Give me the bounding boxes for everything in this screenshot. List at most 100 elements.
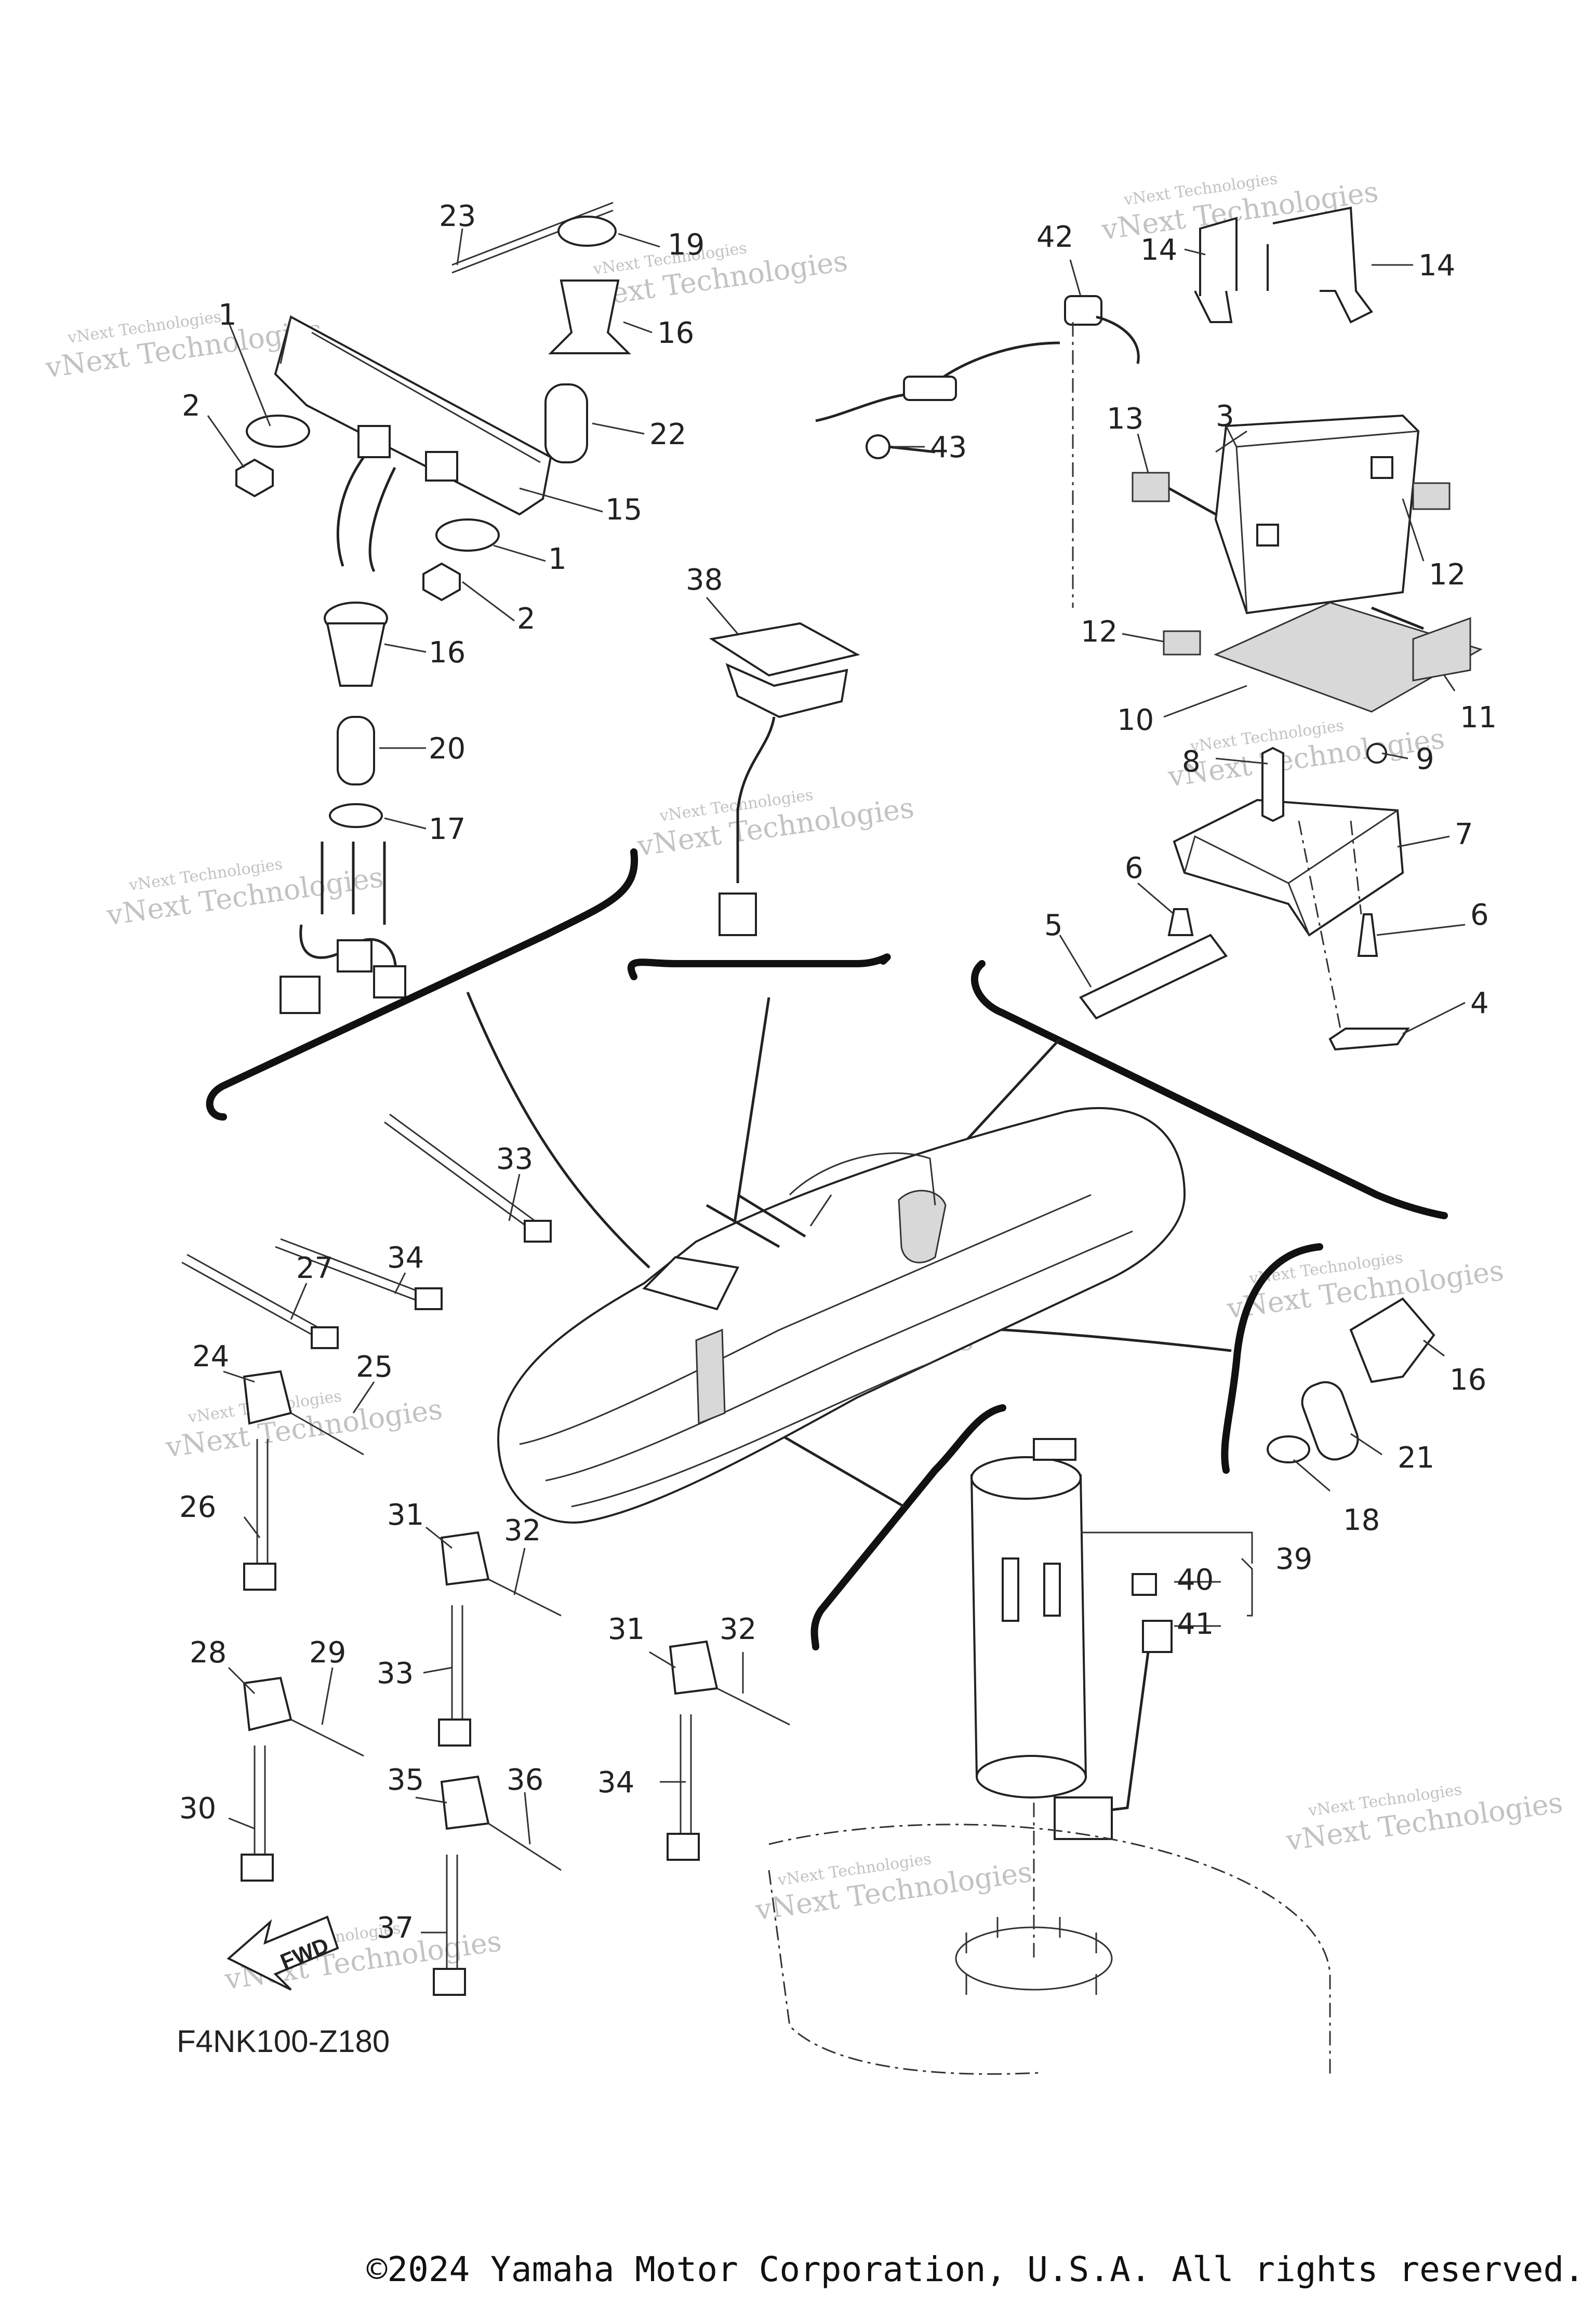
tie-26 xyxy=(256,1439,269,1574)
part-label-29: 29 xyxy=(309,1636,346,1670)
clip-18 xyxy=(1267,1435,1310,1463)
leader-lines xyxy=(207,228,1466,1934)
bracket-cap xyxy=(1221,1243,1323,1474)
battery-terminal xyxy=(1371,456,1393,479)
part-label-37: 37 xyxy=(377,1911,414,1945)
fuel-pump-location xyxy=(695,1328,726,1425)
hose-20 xyxy=(337,716,375,785)
part-label-20: 20 xyxy=(429,732,466,766)
switch-38 xyxy=(709,622,860,677)
clamp-17 xyxy=(329,803,383,828)
part-label-14: 14 xyxy=(1140,233,1177,267)
screw-43 xyxy=(866,434,890,459)
pad-12 xyxy=(1163,630,1201,656)
switch-connector xyxy=(719,892,757,936)
pad-12 xyxy=(1412,482,1451,510)
right-cap-assembly xyxy=(1267,1297,1435,1463)
part-label-43: 43 xyxy=(930,431,967,464)
part-label-12: 12 xyxy=(1429,558,1466,592)
rivet-6 xyxy=(1357,913,1378,957)
pad-13 xyxy=(1132,472,1170,502)
part-label-33: 33 xyxy=(377,1657,414,1690)
part-label-16: 16 xyxy=(657,316,694,350)
battery-assembly xyxy=(1132,206,1483,713)
part-label-28: 28 xyxy=(190,1636,227,1670)
cable-tie-head xyxy=(415,1287,443,1310)
cable-tie-27 xyxy=(181,1254,328,1341)
part-label-36: 36 xyxy=(507,1763,543,1797)
tie-37 xyxy=(446,1855,458,1979)
fuel-pump-connector xyxy=(1054,1796,1113,1840)
connector-41 xyxy=(1142,1620,1173,1653)
part-label-17: 17 xyxy=(429,812,466,846)
cap-16 xyxy=(548,279,631,354)
part-labels: 1 2 15 1 2 16 20 17 23 19 16 22 38 43 42… xyxy=(179,199,1497,1945)
bracket-meter xyxy=(206,848,639,1121)
diagram-code: F4NK100-Z180 xyxy=(177,2024,390,2059)
part-label-8: 8 xyxy=(1182,745,1201,779)
pad-10 xyxy=(1214,602,1483,713)
part-label-25: 25 xyxy=(356,1350,393,1384)
part-label-22: 22 xyxy=(649,418,686,451)
battery-location xyxy=(898,1190,947,1263)
fuel-pump-assembly xyxy=(768,1438,1331,2078)
battery-terminal xyxy=(1256,524,1279,547)
meter-connector xyxy=(357,425,391,458)
pump-filter xyxy=(1043,1563,1061,1617)
part-label-1: 1 xyxy=(548,542,567,576)
watercraft xyxy=(497,1107,1186,1524)
connector xyxy=(337,939,373,972)
holder-24 xyxy=(243,1370,292,1425)
meter-connector xyxy=(425,451,458,482)
part-label-35: 35 xyxy=(387,1763,424,1797)
part-label-7: 7 xyxy=(1455,818,1473,851)
holder-28 xyxy=(243,1676,292,1731)
fuel-outlet xyxy=(1033,1438,1076,1461)
part-label-31: 31 xyxy=(387,1498,424,1532)
part-label-42: 42 xyxy=(1036,220,1073,254)
part-label-9: 9 xyxy=(1416,742,1434,776)
callout-brackets xyxy=(206,848,1448,1650)
watercraft-windshield xyxy=(642,1256,739,1311)
tie-30 xyxy=(254,1746,266,1865)
switch-38-assembly xyxy=(709,622,860,936)
holder-31 xyxy=(669,1640,719,1695)
part-label-32: 32 xyxy=(720,1613,756,1646)
clip-19 xyxy=(557,216,617,247)
part-label-39: 39 xyxy=(1275,1542,1312,1576)
grommet-1 xyxy=(246,415,310,448)
part-label-6: 6 xyxy=(1125,851,1143,885)
connector xyxy=(280,976,321,1014)
fasteners: FWD xyxy=(181,1113,790,1996)
cap-16 xyxy=(1349,1297,1435,1383)
bracket-battery xyxy=(970,960,1448,1219)
pad-11 xyxy=(1412,617,1471,682)
cap-16-body xyxy=(326,622,386,687)
tie-head xyxy=(243,1563,276,1591)
battery-band-14 xyxy=(1272,206,1374,324)
part-label-2: 2 xyxy=(182,389,201,423)
fuel-pump-39 xyxy=(970,1474,1087,1778)
copyright-notice: ©2024 Yamaha Motor Corporation, U.S.A. A… xyxy=(366,2249,1585,2289)
battery-box-assembly xyxy=(1079,743,1410,1051)
tie-33 xyxy=(451,1605,463,1730)
meter-assembly xyxy=(235,315,552,1014)
holder-31 xyxy=(440,1531,490,1586)
part-label-16: 16 xyxy=(1449,1363,1486,1397)
part-label-4: 4 xyxy=(1470,987,1489,1020)
part-label-16: 16 xyxy=(429,636,466,670)
part-label-3: 3 xyxy=(1216,399,1234,433)
tie-head xyxy=(438,1718,471,1747)
meter-unit-15 xyxy=(274,315,552,516)
cable-tie-head xyxy=(311,1326,339,1349)
part-label-19: 19 xyxy=(668,228,704,262)
fwd-arrow-icon xyxy=(227,1915,339,1991)
part-label-11: 11 xyxy=(1460,701,1497,735)
part-label-15: 15 xyxy=(605,493,642,527)
lanyard-assembly xyxy=(815,295,1140,608)
